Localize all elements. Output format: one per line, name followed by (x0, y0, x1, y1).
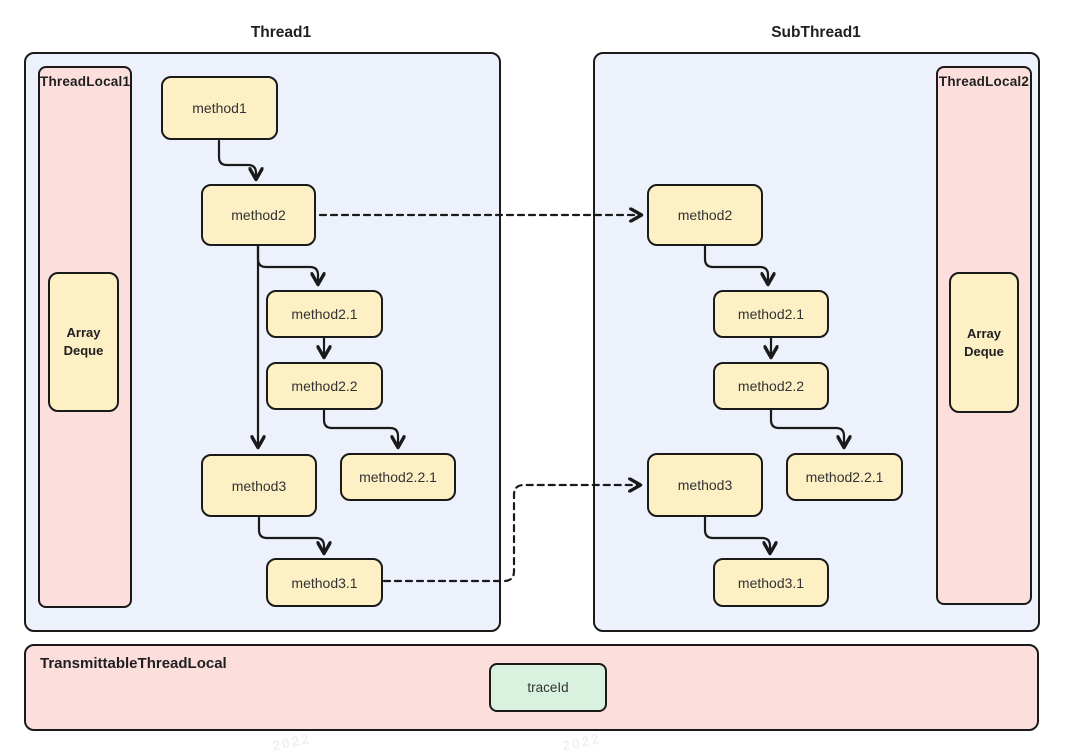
threadlocal1-label: ThreadLocal1 (40, 74, 131, 89)
st1-method2-box: method2 (647, 184, 763, 246)
thread1-title: Thread1 (250, 24, 312, 41)
st1-method3-box: method3 (647, 453, 763, 517)
traceid-box: traceId (489, 663, 607, 712)
t1-method3.1-box: method3.1 (266, 558, 383, 607)
t1-method2.1-box: method2.1 (266, 290, 383, 338)
st1-method2.2-box: method2.2 (713, 362, 829, 410)
watermark-left: 2022 (270, 730, 313, 754)
transmittable-threadlocal-container: TransmittableThreadLocal (24, 644, 1039, 731)
t1-method3-box: method3 (201, 454, 317, 517)
st1-method2.2.1-box: method2.2.1 (786, 453, 903, 501)
array-deque-box-right: Array Deque (949, 272, 1019, 413)
subthread1-title: SubThread1 (771, 24, 861, 41)
t1-method2.2-box: method2.2 (266, 362, 383, 410)
watermark-right: 2022 (560, 730, 603, 754)
t1-method2.2.1-box: method2.2.1 (340, 453, 456, 501)
t1-method2-box: method2 (201, 184, 316, 246)
transmittable-threadlocal-label: TransmittableThreadLocal (40, 655, 227, 672)
st1-method2.1-box: method2.1 (713, 290, 829, 338)
t1-method1-box: method1 (161, 76, 278, 140)
st1-method3.1-box: method3.1 (713, 558, 829, 607)
array-deque-box-left: Array Deque (48, 272, 119, 412)
threadlocal2-label: ThreadLocal2 (938, 74, 1030, 89)
